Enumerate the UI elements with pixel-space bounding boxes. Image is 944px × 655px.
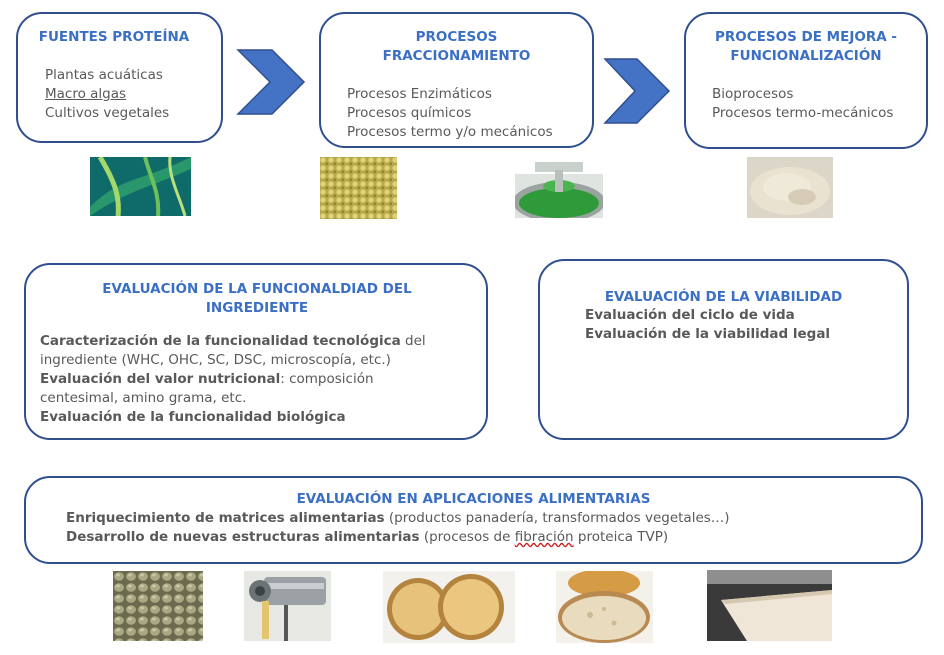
treatment-ponds-photo	[515, 160, 603, 218]
functionality-box: EVALUACIÓN DE LA FUNCIONALDIAD DEL INGRE…	[24, 263, 488, 440]
extruder-photo	[244, 571, 331, 641]
texturized-pellets-photo	[113, 571, 203, 641]
viability-title: EVALUACIÓN DE LA VIABILIDAD	[604, 289, 843, 305]
chevron-right-icon	[603, 58, 671, 124]
improvement-item: Bioprocesos	[712, 86, 794, 102]
applications-title: EVALUACIÓN EN APLICACIONES ALIMENTARIAS	[296, 491, 651, 507]
process-item: Procesos químicos	[347, 105, 472, 121]
viability-box: EVALUACIÓN DE LA VIABILIDAD Evaluación d…	[538, 259, 909, 440]
applications-box: EVALUACIÓN EN APLICACIONES ALIMENTARIAS …	[24, 476, 923, 564]
functionality-line: Evaluación del valor nutricional: compos…	[40, 371, 374, 387]
seaweed-photo	[90, 157, 191, 216]
fractionation-title-line2: FRACCIONAMIENTO	[382, 48, 531, 64]
protein-sources-box: FUENTES PROTEÍNA Plantas acuáticas Macro…	[16, 12, 223, 143]
extruded-sheet-photo	[707, 570, 832, 641]
bread-photo	[556, 571, 653, 643]
viability-item: Evaluación de la viabilidad legal	[585, 326, 831, 342]
applications-line: Enriquecimiento de matrices alimentarias…	[66, 510, 730, 526]
functionality-title-line2: INGREDIENTE	[205, 300, 309, 316]
protein-powder-photo	[747, 157, 833, 218]
fractionation-title-line1: PROCESOS	[415, 29, 498, 45]
protein-sources-title: FUENTES PROTEÍNA	[38, 29, 190, 45]
functionality-title-line1: EVALUACIÓN DE LA FUNCIONALDIAD DEL	[102, 281, 412, 297]
improvement-title-line2: FUNCIONALIZACIÓN	[730, 48, 882, 64]
improvement-item: Procesos termo-mecánicos	[712, 105, 894, 121]
chevron-right-icon	[236, 49, 306, 115]
source-item: Cultivos vegetales	[45, 105, 170, 121]
biscuits-photo	[383, 571, 515, 643]
protein-granules-photo	[320, 157, 397, 219]
functionality-line: ingrediente (WHC, OHC, SC, DSC, microsco…	[40, 352, 391, 368]
process-item: Procesos Enzimáticos	[347, 86, 492, 102]
improvement-title-line1: PROCESOS DE MEJORA -	[715, 29, 897, 45]
functionality-line: Caracterización de la funcionalidad tecn…	[40, 333, 426, 349]
fractionation-box: PROCESOS FRACCIONAMIENTO Procesos Enzimá…	[319, 12, 594, 148]
functionality-line: centesimal, amino grama, etc.	[40, 390, 247, 406]
source-item: Plantas acuáticas	[45, 67, 163, 83]
applications-line: Desarrollo de nuevas estructuras aliment…	[66, 529, 669, 545]
improvement-box: PROCESOS DE MEJORA - FUNCIONALIZACIÓN Bi…	[684, 12, 928, 149]
functionality-line: Evaluación de la funcionalidad biológica	[40, 409, 346, 425]
source-item: Macro algas	[45, 86, 127, 102]
viability-item: Evaluación del ciclo de vida	[585, 307, 795, 323]
process-item: Procesos termo y/o mecánicos	[347, 124, 553, 140]
